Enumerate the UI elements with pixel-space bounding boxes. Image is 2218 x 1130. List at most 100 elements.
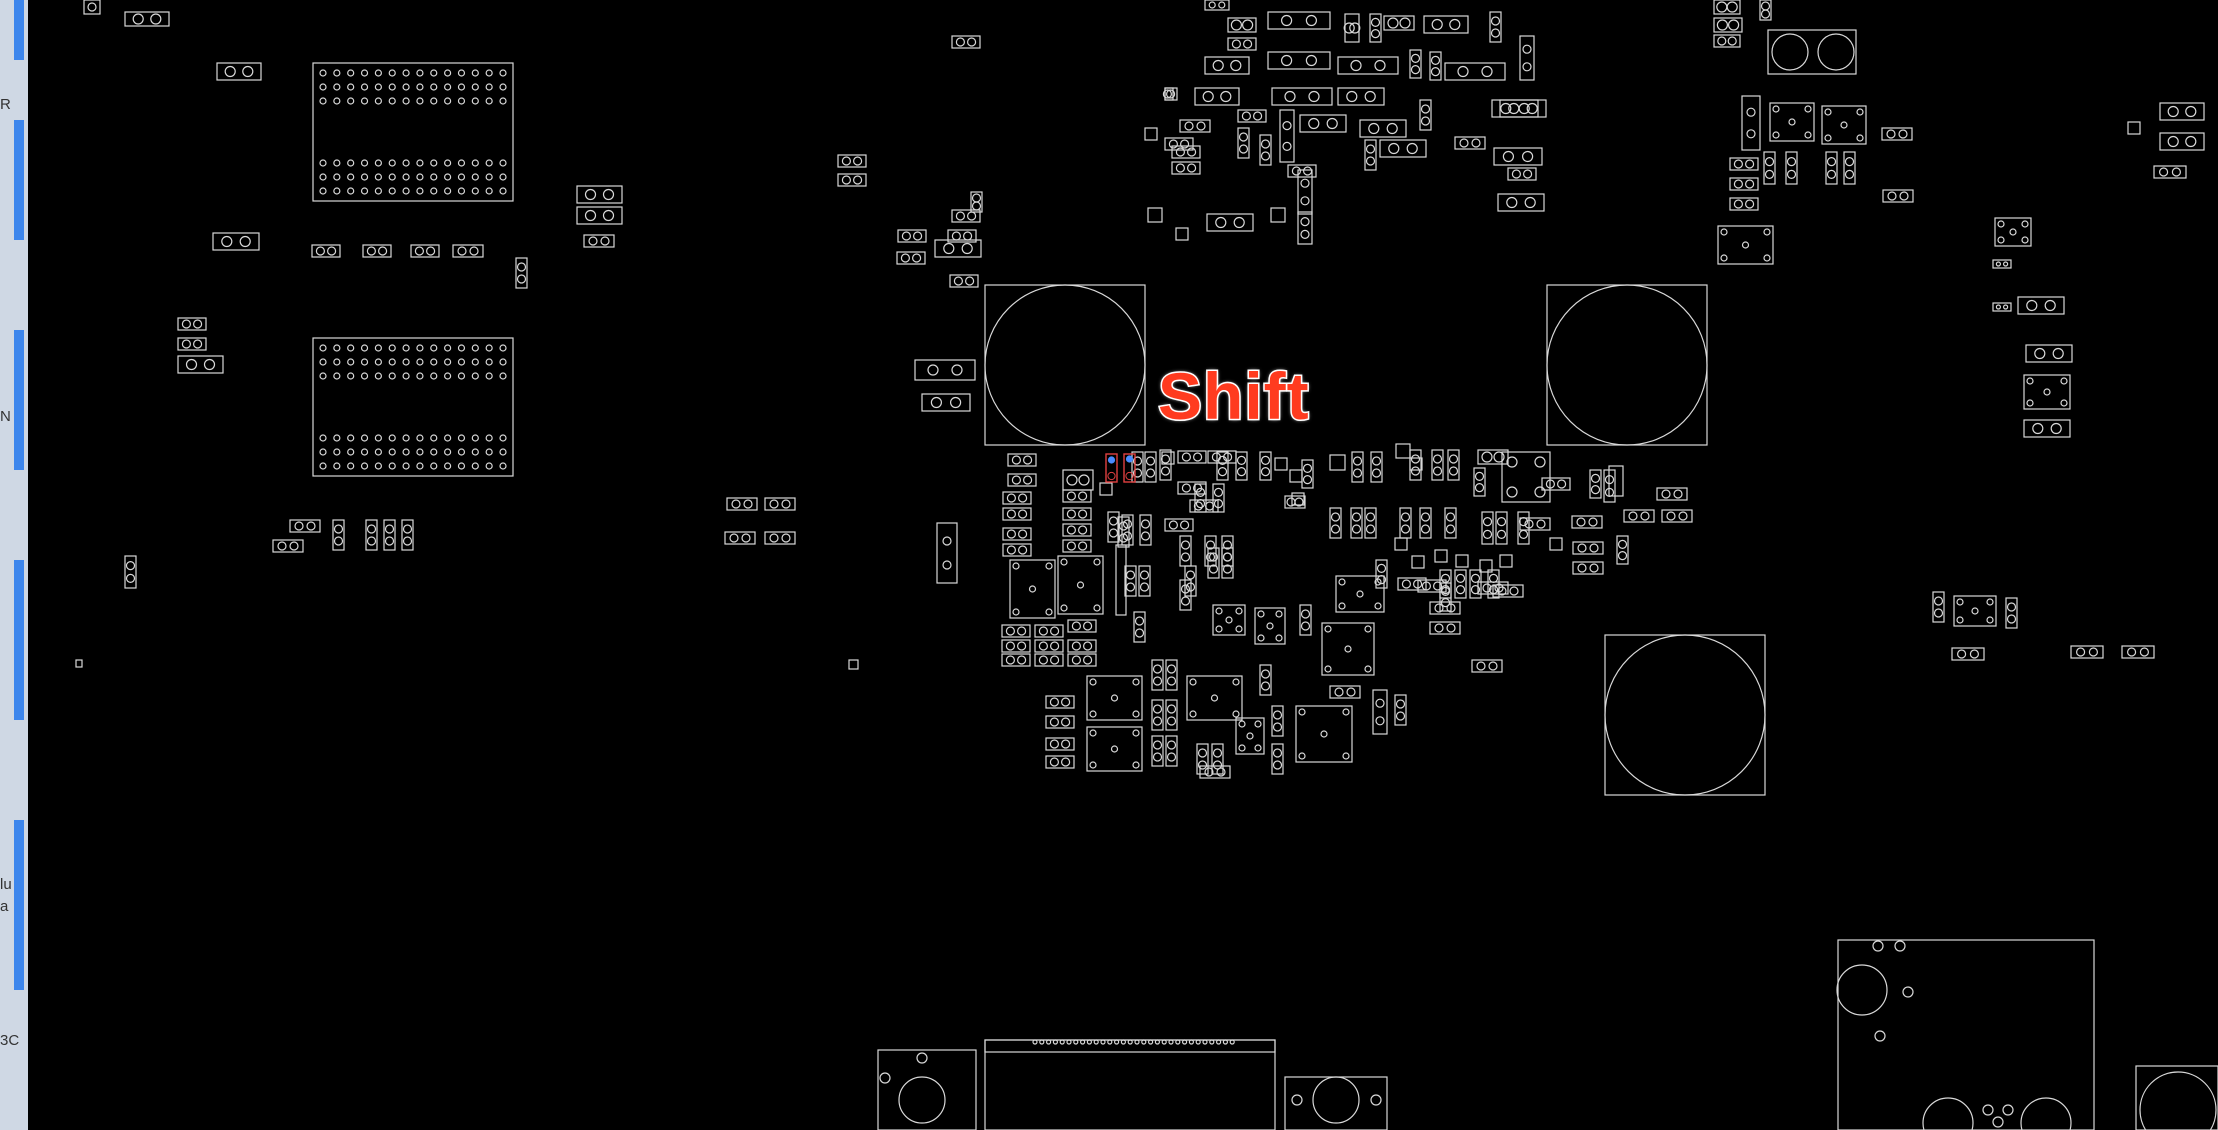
pad[interactable] <box>1982 1104 1994 1116</box>
pin[interactable] <box>374 372 382 380</box>
pad[interactable] <box>1140 531 1151 541</box>
pad[interactable] <box>366 536 377 546</box>
pad[interactable] <box>1012 608 1020 616</box>
pad[interactable] <box>1421 581 1432 591</box>
pin[interactable] <box>430 187 438 195</box>
passive-outline[interactable] <box>1045 715 1075 729</box>
component-outline[interactable] <box>1274 457 1288 471</box>
pad[interactable] <box>1305 54 1318 67</box>
pad[interactable] <box>1242 39 1253 49</box>
pad[interactable] <box>942 536 952 546</box>
pad[interactable] <box>1481 65 1493 78</box>
pin[interactable] <box>1181 1039 1188 1045</box>
passive-outline[interactable] <box>897 229 927 243</box>
pad[interactable] <box>1205 552 1216 562</box>
passive-outline[interactable] <box>1002 543 1032 557</box>
passive-outline[interactable] <box>1423 15 1469 34</box>
pin[interactable] <box>416 159 424 167</box>
pad[interactable] <box>1324 665 1332 673</box>
passive-outline[interactable] <box>1235 451 1248 481</box>
pin[interactable] <box>360 173 369 181</box>
pad[interactable] <box>1370 17 1381 27</box>
pin[interactable] <box>1066 1039 1072 1045</box>
passive-outline[interactable] <box>1517 511 1530 545</box>
passive-outline[interactable] <box>1007 453 1037 467</box>
mounting-hole[interactable] <box>2139 1071 2217 1130</box>
pad[interactable] <box>1168 520 1179 530</box>
pad[interactable] <box>1222 564 1233 574</box>
pad[interactable] <box>1308 117 1320 130</box>
component-outline[interactable] <box>2127 121 2141 135</box>
pad[interactable] <box>1526 102 1538 115</box>
pad[interactable] <box>1294 497 1304 507</box>
pad[interactable] <box>1772 131 1780 139</box>
passive-outline[interactable] <box>726 497 758 511</box>
pad[interactable] <box>1410 454 1421 464</box>
pad[interactable] <box>1066 474 1078 486</box>
pad[interactable] <box>1060 697 1071 707</box>
pad[interactable] <box>366 246 376 256</box>
pad[interactable] <box>1455 573 1466 584</box>
pad[interactable] <box>1241 111 1252 121</box>
pad[interactable] <box>1208 1 1216 9</box>
pad[interactable] <box>1349 22 1361 34</box>
pad[interactable] <box>953 276 964 286</box>
pin[interactable] <box>471 97 479 105</box>
pad[interactable] <box>1493 451 1505 463</box>
pin[interactable] <box>485 159 493 167</box>
pad[interactable] <box>426 246 436 256</box>
pad[interactable] <box>1500 102 1512 115</box>
pad[interactable] <box>1060 717 1071 727</box>
pad[interactable] <box>1300 196 1310 206</box>
pad[interactable] <box>1257 610 1265 618</box>
pad[interactable] <box>916 1052 928 1064</box>
pad[interactable] <box>1459 138 1469 148</box>
pad[interactable] <box>1720 228 1728 236</box>
passive-outline[interactable] <box>2121 645 2155 659</box>
pad[interactable] <box>1204 767 1214 777</box>
pad[interactable] <box>1152 752 1163 762</box>
pad[interactable] <box>1134 616 1145 626</box>
passive-outline[interactable] <box>1364 139 1377 171</box>
pin[interactable] <box>360 344 369 352</box>
passive-outline[interactable] <box>177 317 207 331</box>
pin[interactable] <box>416 448 424 456</box>
pin[interactable] <box>360 69 369 77</box>
passive-outline[interactable] <box>1383 15 1415 31</box>
pad[interactable] <box>1511 169 1522 179</box>
pad[interactable] <box>1235 625 1243 633</box>
pad[interactable] <box>1376 563 1387 574</box>
pad[interactable] <box>1298 708 1306 716</box>
pad[interactable] <box>1733 179 1744 189</box>
pin[interactable] <box>319 344 327 352</box>
pad[interactable] <box>1476 661 1486 671</box>
passive-outline[interactable] <box>1589 469 1602 499</box>
passive-outline[interactable] <box>1165 699 1178 731</box>
left-panel-strip[interactable]: R N lu a 3C <box>0 0 28 1130</box>
pin[interactable] <box>333 434 341 442</box>
pin[interactable] <box>333 448 341 456</box>
passive-outline[interactable] <box>1151 659 1164 691</box>
pad[interactable] <box>1470 584 1481 595</box>
pad[interactable] <box>2171 167 2181 177</box>
component-outline[interactable] <box>1115 544 1127 616</box>
passive-outline[interactable] <box>1741 95 1761 151</box>
pin[interactable] <box>347 187 355 195</box>
pad[interactable] <box>1185 570 1196 580</box>
passive-outline[interactable] <box>1002 507 1032 521</box>
pad[interactable] <box>1786 169 1797 179</box>
pad[interactable] <box>1760 1 1771 11</box>
pad[interactable] <box>1291 1094 1303 1106</box>
pin[interactable] <box>374 97 382 105</box>
pin[interactable] <box>416 173 424 181</box>
pad[interactable] <box>1260 681 1271 691</box>
pad[interactable] <box>841 175 852 185</box>
pin[interactable] <box>416 372 424 380</box>
pad[interactable] <box>1077 525 1088 535</box>
pin[interactable] <box>430 434 438 442</box>
pad[interactable] <box>1522 169 1533 179</box>
pad[interactable] <box>1576 517 1586 527</box>
pin[interactable] <box>430 83 438 91</box>
passive-outline[interactable] <box>949 274 979 288</box>
pin[interactable] <box>347 83 355 91</box>
